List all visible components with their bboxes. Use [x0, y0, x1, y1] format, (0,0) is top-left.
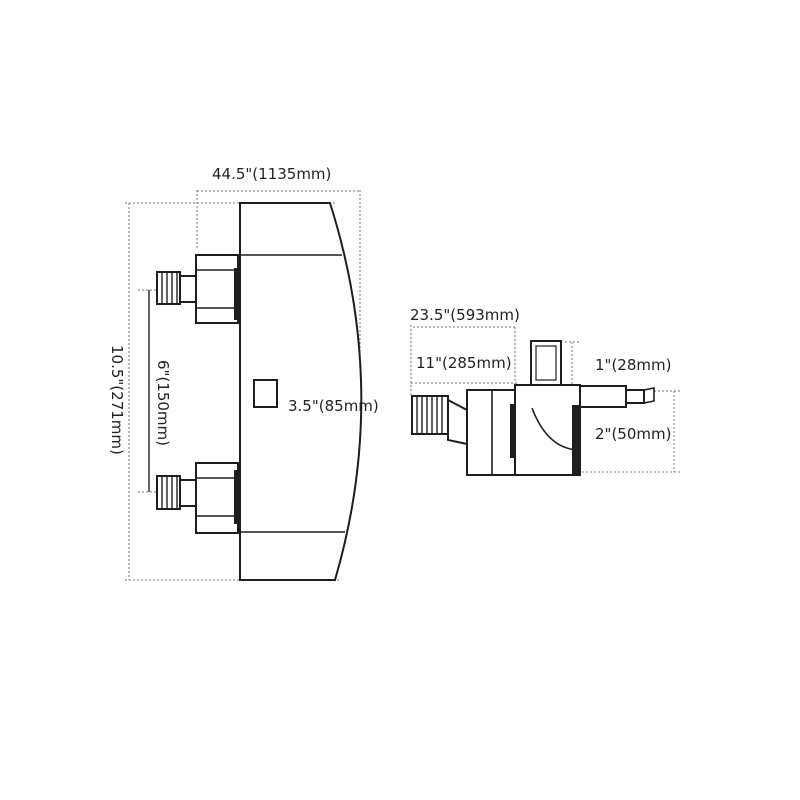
knob-depth-label: 3.5"(85mm): [288, 397, 379, 415]
width-dimension-label: 44.5"(1135mm): [212, 165, 331, 183]
upper-nut: [195, 254, 239, 324]
lower-thread: [156, 475, 181, 510]
upper-thread: [156, 271, 181, 305]
inlet-spacing-label: 6"(150mm): [154, 360, 172, 446]
total-depth-label: 23.5"(593mm): [410, 306, 520, 324]
side-inlet-sleeve: [447, 398, 468, 446]
button-height-label: 1"(28mm): [595, 356, 671, 374]
inlet-depth-label: 11"(285mm): [416, 354, 512, 372]
outlet-height-label: 2"(50mm): [595, 425, 671, 443]
upper-sleeve: [179, 275, 197, 303]
height-dimension-label: 10.5"(271mm): [108, 345, 126, 455]
upper-inlet-connector: [156, 254, 240, 324]
side-view: 23.5"(593mm) 11"(285mm) 1"(28mm) 2"(50mm…: [410, 306, 680, 476]
front-view: 44.5"(1135mm) 10.5"(271mm) 6"(150mm) 3.5…: [108, 165, 379, 581]
lower-nut: [195, 462, 239, 534]
lower-inlet-connector: [156, 462, 240, 534]
outlet-pipe: [579, 385, 627, 408]
control-knob-square: [253, 379, 278, 408]
side-nut: [466, 389, 516, 476]
outlet-tip: [625, 389, 645, 404]
faucet-body-outline: [239, 202, 363, 581]
side-body: [514, 384, 581, 476]
lower-sleeve: [179, 479, 197, 507]
